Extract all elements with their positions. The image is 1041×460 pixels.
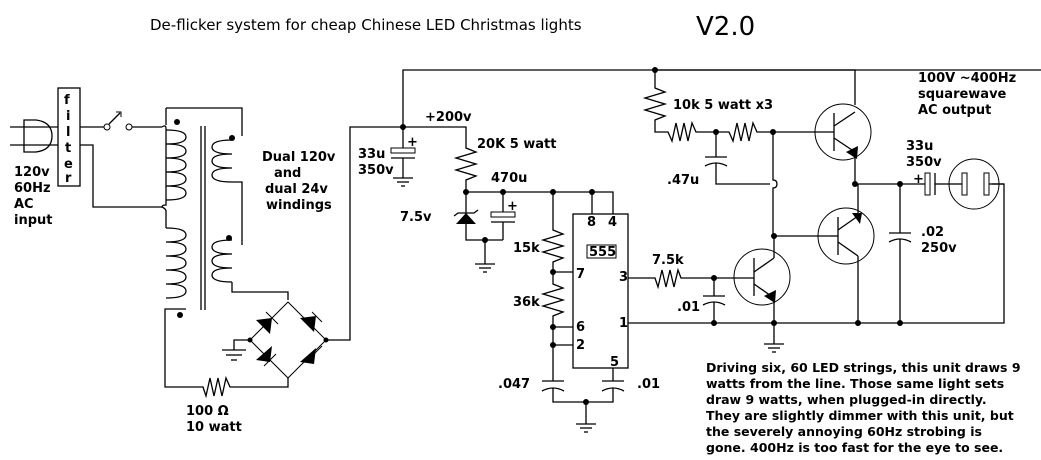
resistor-20k [453, 146, 479, 192]
svg-text:i: i [66, 109, 70, 124]
rail-voltage-label: +200v [425, 110, 472, 125]
transformer [161, 107, 289, 388]
pin-3: 3 [619, 270, 628, 285]
resistor-7-5k-label: 7.5k [652, 253, 684, 268]
svg-text:watts from the line. Those sam: watts from the line. Those same light se… [706, 376, 1004, 391]
resistor-15k [540, 192, 573, 273]
capacitor-boot [704, 132, 770, 185]
svg-text:AC: AC [14, 197, 34, 212]
svg-text:t: t [65, 141, 71, 156]
svg-text:f: f [64, 93, 70, 108]
pin-7: 7 [576, 267, 585, 282]
capacitor-047 [541, 380, 614, 433]
filter-box [57, 87, 81, 187]
pin-4: 4 [608, 215, 617, 230]
capacitor-snubber [888, 184, 912, 323]
power-switch [80, 111, 162, 131]
resistor-7-5k [628, 267, 730, 290]
filter-letters: f i l t e r [64, 93, 73, 186]
svg-text:100 Ω: 100 Ω [186, 404, 229, 419]
zener-diode [453, 192, 503, 241]
output-socket-icon [948, 158, 1004, 210]
ac-plug-icon [10, 119, 58, 153]
capacitor-base-label: .01 [677, 300, 700, 315]
capacitor-output-label: 33u 350v [906, 139, 942, 170]
capacitor-047-label: .047 [498, 377, 530, 392]
diagram-title: De-flicker system for cheap Chinese LED … [150, 16, 582, 34]
resistor-100-ohm-label: 100 Ω 10 watt [186, 404, 242, 435]
capacitor-snubber-label: .02 250v [921, 225, 957, 256]
svg-text:350v: 350v [358, 163, 394, 178]
capacitor-ctrl [601, 368, 625, 392]
svg-text:e: e [64, 157, 73, 172]
capacitor-boot-label: .47u [667, 173, 699, 188]
input-label: 120v 60Hz AC input [14, 165, 53, 228]
resistor-15k-label: 15k [513, 241, 540, 256]
svg-text:the severely annoying 60Hz str: the severely annoying 60Hz strobing is [706, 424, 982, 439]
svg-text:100V ~400Hz: 100V ~400Hz [918, 71, 1016, 86]
resistor-36k-label: 36k [513, 295, 540, 310]
output-label: 100V ~400Hz squarewave AC output [918, 71, 1016, 118]
pin-1: 1 [619, 316, 628, 331]
capacitor-470u: + [475, 192, 518, 273]
svg-text:Dual 120v: Dual 120v [262, 150, 336, 165]
svg-text:250v: 250v [921, 241, 957, 256]
bridge-rectifier [222, 126, 403, 379]
neutral-wire [80, 144, 162, 208]
transformer-label: Dual 120v and dual 24v windings [262, 150, 336, 213]
svg-text:.02: .02 [921, 225, 944, 240]
transistor-lower [817, 184, 875, 323]
timer-chip-label: 555 [589, 245, 616, 260]
svg-text:squarewave: squarewave [918, 87, 1007, 102]
timer-555-ic [572, 213, 629, 369]
capacitor-33u-supply: + [390, 127, 418, 187]
transistor-upper [810, 103, 872, 184]
svg-text:60Hz: 60Hz [14, 181, 51, 196]
resistors-10k [642, 70, 810, 144]
capacitor-470u-label: 470u [491, 171, 527, 186]
svg-text:33u: 33u [358, 147, 385, 162]
svg-text:33u: 33u [906, 139, 933, 154]
svg-text:gone. 400Hz is too fast for th: gone. 400Hz is too fast for the eye to s… [706, 440, 1003, 455]
svg-text:draw 9 watts, when plugged-in: draw 9 watts, when plugged-in directly. [706, 392, 987, 407]
resistors-10k-label: 10k 5 watt x3 [673, 98, 773, 113]
svg-text:350v: 350v [906, 155, 942, 170]
resistor-20k-label: 20K 5 watt [477, 137, 556, 152]
capacitor-base [702, 278, 726, 323]
svg-text:and: and [274, 166, 301, 181]
pin-2: 2 [576, 338, 585, 353]
svg-text:windings: windings [266, 198, 332, 213]
svg-text:+: + [913, 172, 924, 187]
version-label: V2.0 [696, 12, 755, 42]
svg-text:+: + [507, 199, 518, 214]
transistor-driver [730, 236, 791, 323]
svg-text:l: l [66, 125, 70, 140]
description-note: Driving six, 60 LED strings, this unit d… [706, 360, 1021, 455]
svg-text:r: r [65, 171, 72, 186]
resistor-36k [540, 272, 573, 328]
pin-8: 8 [587, 215, 596, 230]
capacitor-33u-label: 33u 350v [358, 147, 394, 178]
svg-text:dual 24v: dual 24v [265, 182, 328, 197]
rail-200v [403, 126, 467, 146]
svg-text:AC output: AC output [918, 103, 991, 118]
svg-text:120v: 120v [14, 165, 50, 180]
svg-text:+: + [407, 135, 418, 150]
svg-text:Driving six, 60 LED strings, t: Driving six, 60 LED strings, this unit d… [706, 360, 1021, 375]
svg-text:input: input [14, 213, 53, 228]
capacitor-ctrl-label: .01 [637, 377, 660, 392]
pin-6: 6 [576, 320, 585, 335]
svg-text:They are slightly dimmer with: They are slightly dimmer with this unit,… [706, 408, 1014, 423]
pin-5: 5 [610, 355, 619, 370]
zener-label: 7.5v [400, 210, 432, 225]
svg-text:10 watt: 10 watt [186, 420, 242, 435]
capacitor-output: + [913, 172, 950, 196]
resistor-100-ohm [200, 375, 289, 399]
